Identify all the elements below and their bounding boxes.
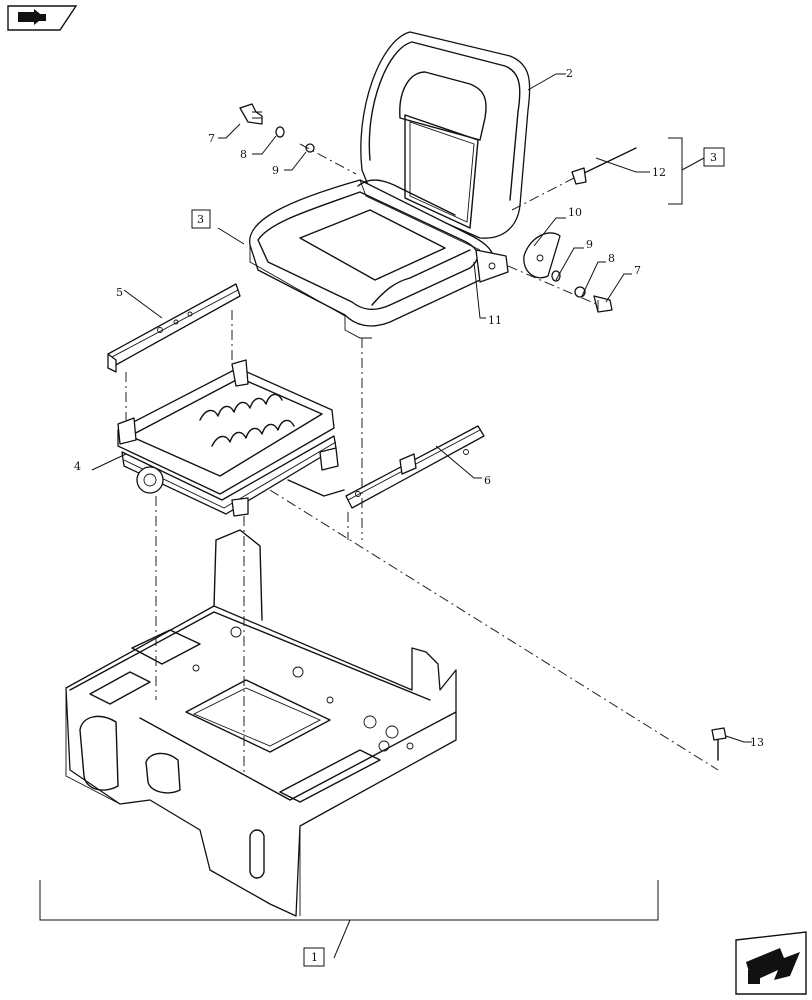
callout-4: 4 [74,460,81,473]
callout-6: 6 [484,474,491,487]
slide-rail-right [287,425,485,509]
bracket-12 [668,137,705,205]
plate-10 [523,232,561,279]
seat-suspension [117,359,339,517]
callout-7-left: 7 [208,132,215,145]
callout-9-left: 9 [272,164,279,177]
bolt-right [593,295,613,313]
callout-8-left: 8 [240,148,247,161]
washer-8-left [275,126,285,138]
callout-9-right: 9 [586,238,593,251]
assembly-lines [125,143,719,772]
book-arrow-icon[interactable] [7,5,78,31]
seat-cushion [249,31,531,339]
box-label-1: 1 [303,947,325,967]
rod-12 [571,147,637,185]
bolt-left [239,103,263,125]
callout-7-right: 7 [634,264,641,277]
seat-base-frame [65,529,457,917]
callout-10: 10 [568,206,582,219]
box-label-3-left: 3 [191,209,211,229]
box-label-3-right-text: 3 [710,151,717,164]
washer-9-right [551,270,561,282]
box-label-3-right: 3 [703,147,725,167]
assembly-brace-1 [39,880,659,959]
slide-rail-left [107,283,241,373]
callout-2: 2 [566,67,573,80]
callout-labels: 2 7 8 9 10 9 8 7 12 11 5 4 6 13 [74,67,764,749]
callout-11: 11 [488,314,502,327]
box-label-1-text: 1 [311,951,318,964]
callout-12: 12 [652,166,666,179]
leader-lines [91,73,752,743]
bolt-13 [711,727,727,761]
callout-13: 13 [750,736,764,749]
callout-8-right: 8 [608,252,615,265]
box-label-3-left-text: 3 [197,213,204,226]
next-page-arrow-icon[interactable] [735,931,807,995]
callout-5: 5 [116,286,123,299]
washer-9-left [305,143,315,153]
